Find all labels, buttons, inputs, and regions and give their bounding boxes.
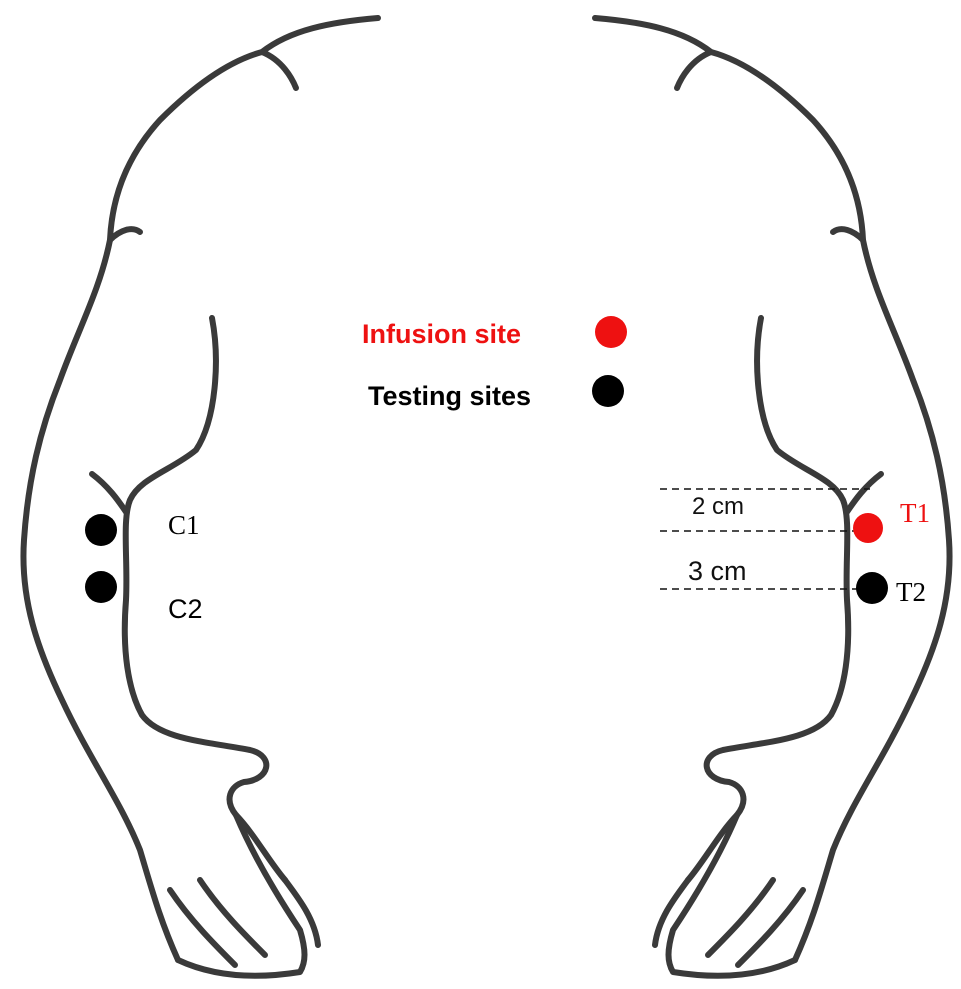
legend: Infusion site Testing sites (362, 316, 627, 411)
right-hand-fingers (655, 815, 803, 976)
left-arm-outline (23, 18, 378, 976)
right-arm-elbow-crease (847, 474, 881, 512)
legend-infusion-dot (595, 316, 627, 348)
legend-testing-label: Testing sites (368, 381, 531, 411)
left-arm-armpit-line (110, 229, 140, 240)
left-arm-shoulder-cap (262, 52, 296, 88)
site-t2-label: T2 (896, 577, 926, 607)
left-arm-shoulder-curve (23, 18, 378, 960)
right-arm-shoulder-cap (677, 52, 711, 88)
dimension-upper-label: 2 cm (692, 493, 744, 520)
site-t1-dot (853, 513, 883, 543)
left-arm-inner-edge (125, 318, 285, 880)
site-c1-dot (85, 514, 117, 546)
site-c2-dot (85, 571, 117, 603)
right-arm-inner-edge (688, 318, 848, 880)
test-sites: 2 cm 3 cm T1 T2 (660, 489, 930, 607)
site-t2-dot (856, 572, 888, 604)
legend-infusion-label: Infusion site (362, 319, 521, 349)
control-sites: C1 C2 (85, 510, 203, 624)
legend-testing-dot (592, 375, 624, 407)
right-arm-outline (595, 18, 950, 976)
left-arm-elbow-crease (92, 474, 126, 512)
site-t1-label: T1 (900, 498, 930, 528)
left-hand-fingers (170, 815, 318, 976)
right-arm-armpit-line (833, 229, 863, 240)
site-c1-label: C1 (168, 510, 200, 540)
dimension-lower-label: 3 cm (688, 556, 747, 586)
site-c2-label: C2 (168, 594, 203, 624)
